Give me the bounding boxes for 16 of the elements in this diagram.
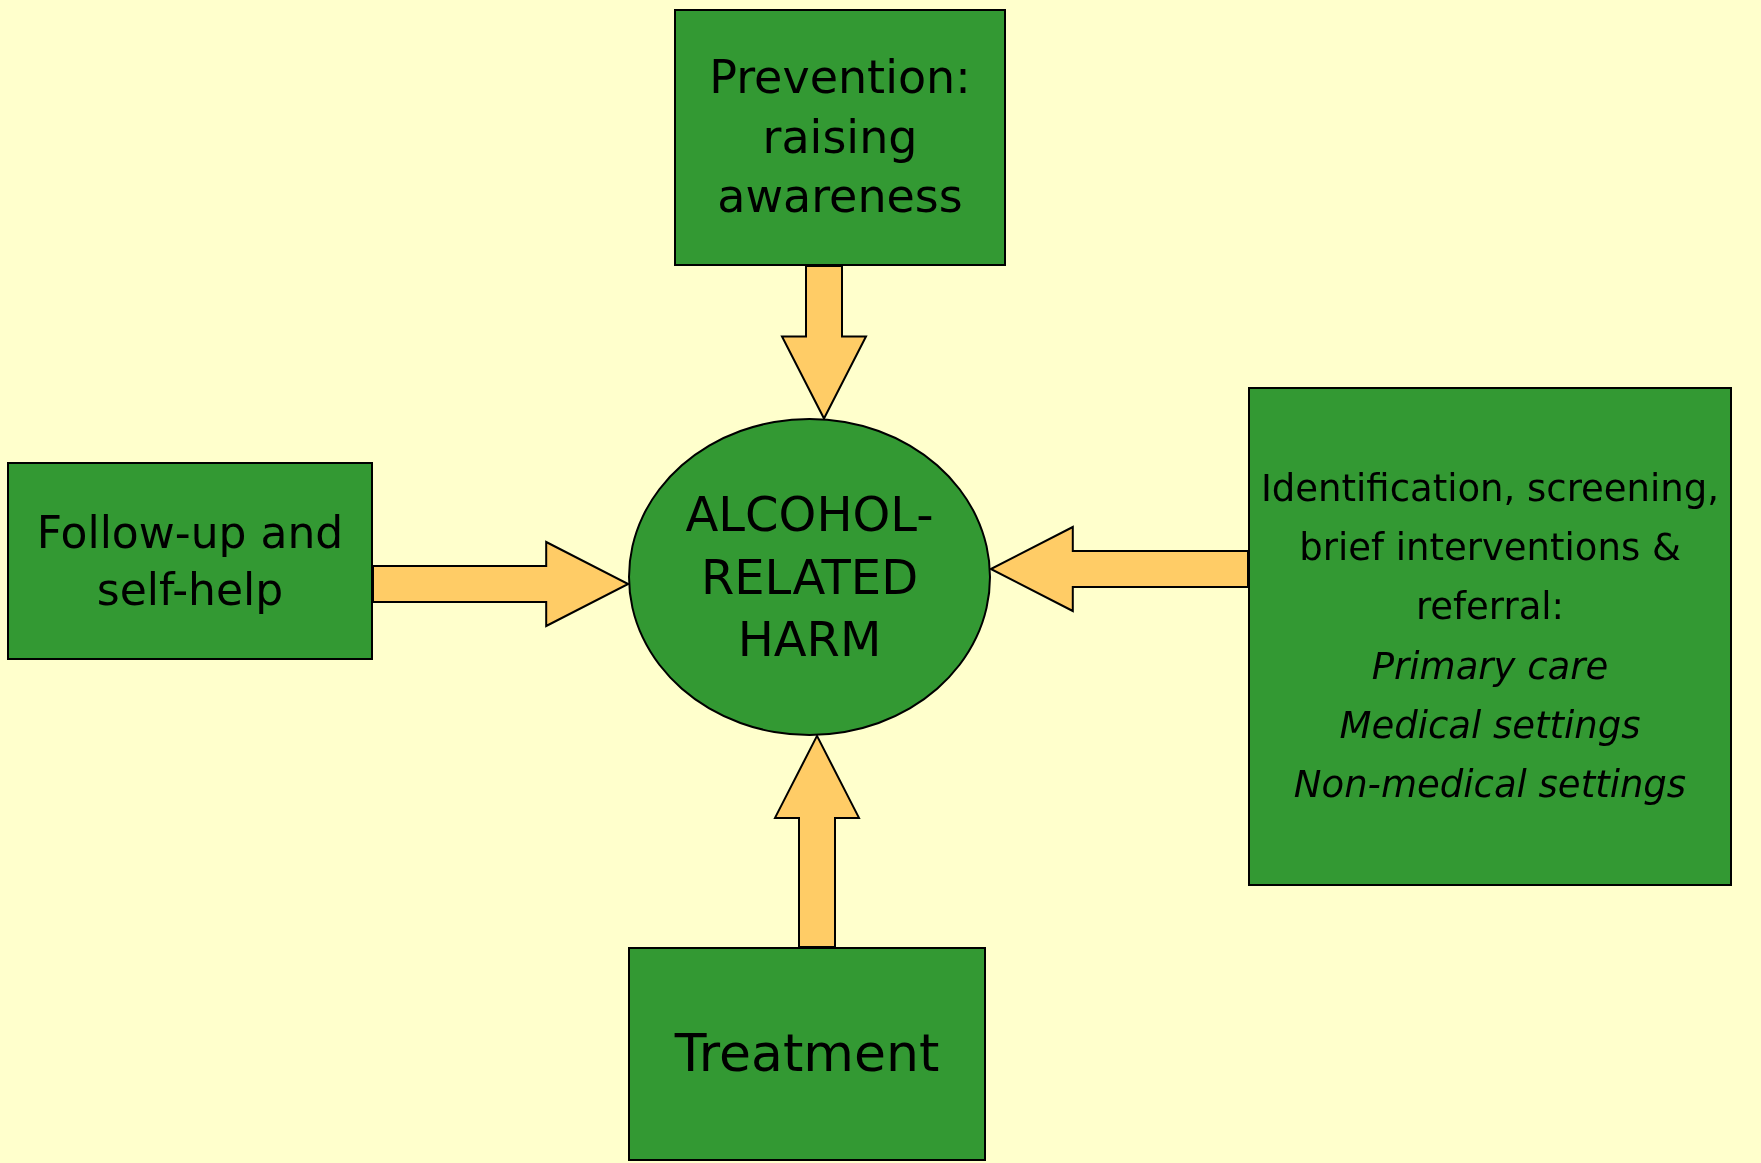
node-label: Follow-up and self-help	[35, 505, 345, 617]
block-arrow	[773, 733, 861, 948]
setting-item: Non-medical settings	[1293, 761, 1687, 808]
node-label: Prevention: raising awareness	[708, 48, 972, 226]
block-arrow	[988, 525, 1249, 613]
setting-item: Primary care	[1371, 643, 1609, 690]
process-box	[674, 9, 1006, 266]
process-box	[7, 462, 373, 660]
process-box	[1248, 387, 1732, 886]
block-arrow	[780, 265, 868, 421]
node-label: Identification, screening, brief interventions & referral:	[1259, 465, 1721, 631]
node-label: Treatment	[674, 1022, 940, 1086]
setting-item: Medical settings	[1339, 702, 1641, 749]
process-box	[628, 947, 986, 1161]
node-label: ALCOHOL-RELATED HARM	[684, 485, 935, 670]
block-arrow	[372, 540, 631, 628]
